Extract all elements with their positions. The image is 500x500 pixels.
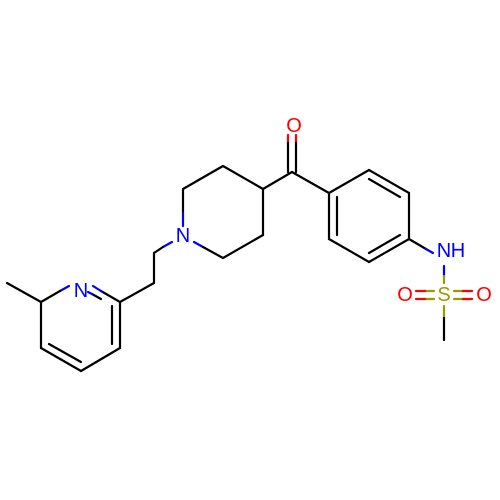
bond-benzene-to-nh — [407, 237, 428, 251]
sulfonamide-hydrogen-label: H — [451, 240, 465, 262]
sulfonamide-nitrogen-label: N — [437, 240, 451, 262]
piperidine-ring — [181, 164, 265, 260]
pyridine-nitrogen-label: N — [74, 280, 88, 302]
carbonyl-oxygen-label: O — [286, 115, 302, 137]
benzene-ring — [327, 168, 411, 264]
sulfonyl-right-double-bond — [452, 289, 474, 301]
pyridine-ring — [39, 284, 122, 373]
sulfur-label: S — [437, 284, 450, 306]
piperidine-nitrogen-label: N — [176, 225, 190, 247]
bond-pyridine-methyl — [5, 281, 43, 304]
carbonyl-double-bond — [286, 133, 298, 174]
bond-ethyl-to-pyridine — [118, 281, 156, 304]
sulfonyl-oxygen-left-label: O — [397, 284, 413, 306]
sulfonyl-left-double-bond — [414, 289, 436, 301]
bonds — [5, 133, 474, 373]
bond-carbonyl-to-benzene — [290, 170, 331, 195]
bond-piperidine-n-to-ethyl — [161, 240, 174, 249]
atom-labels: O N H N N S O O — [74, 115, 492, 306]
sulfonyl-oxygen-right-label: O — [476, 284, 492, 306]
bond-carbonyl-to-piperidine — [261, 170, 294, 191]
